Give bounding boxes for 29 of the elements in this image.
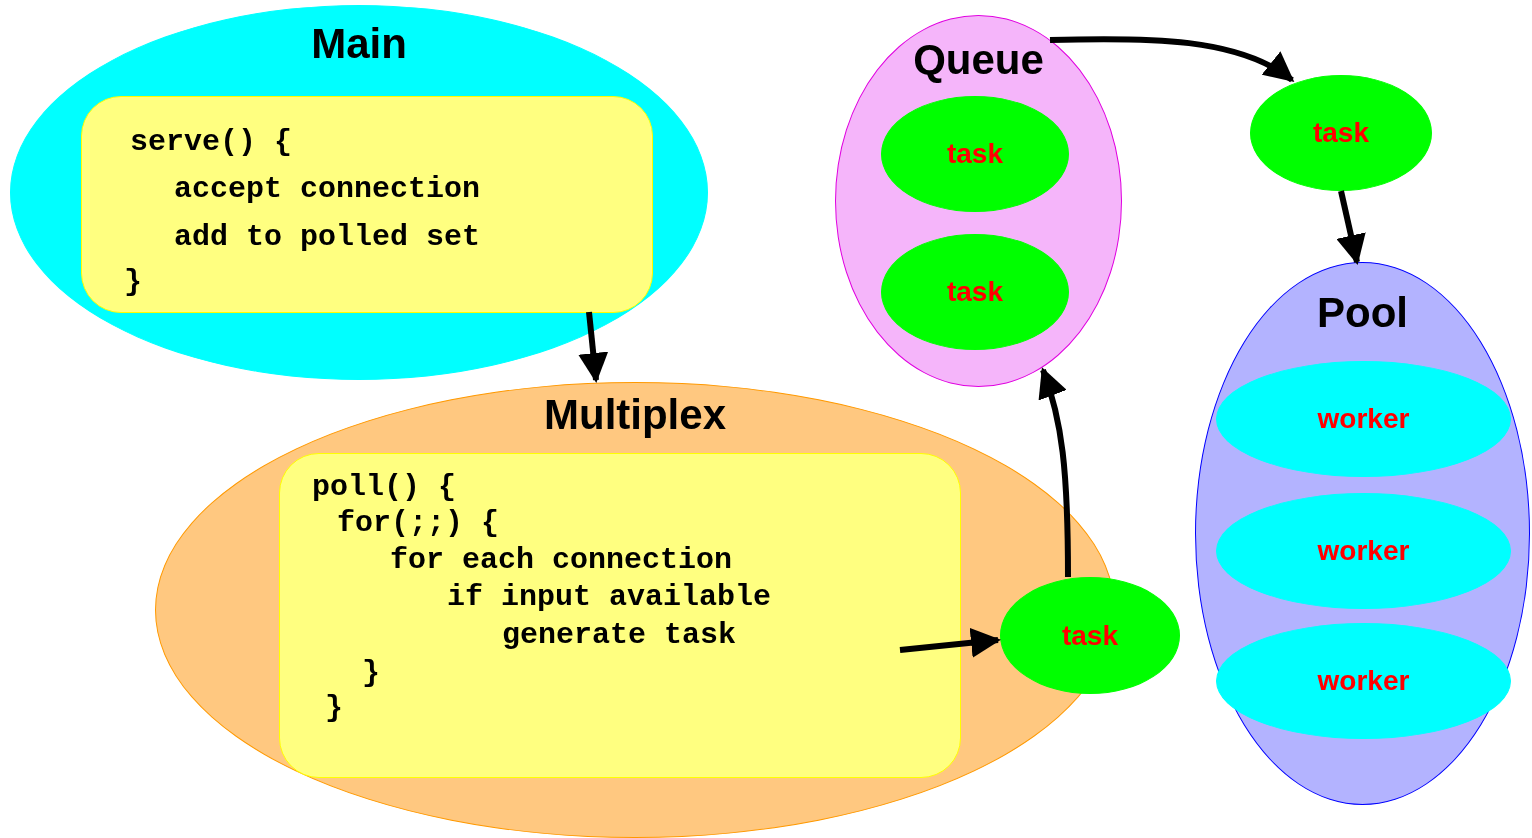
group-title: Queue: [913, 36, 1044, 84]
arrow: [1037, 367, 1071, 577]
code-line: add to polled set: [174, 222, 481, 252]
code-line: for(;;) {: [337, 508, 500, 538]
arrow: [578, 311, 609, 383]
code-line: }: [362, 658, 380, 688]
code-line: }: [325, 693, 343, 723]
arrow: [899, 627, 1001, 658]
code-box: [279, 453, 961, 778]
node-label: task: [1061, 619, 1118, 652]
arrow: [1049, 36, 1295, 83]
code-line: serve() {: [130, 127, 293, 157]
group-title: Pool: [1317, 289, 1408, 337]
code-box: [81, 96, 653, 313]
code-line: for each connection: [390, 545, 733, 575]
node-label: task: [1312, 117, 1369, 149]
node-label: worker: [1317, 403, 1410, 435]
node-label: task: [946, 138, 1003, 170]
code-line: }: [124, 267, 142, 297]
node-label: worker: [1317, 665, 1410, 697]
group-title: Main: [311, 20, 407, 68]
code-line: if input available: [447, 582, 772, 612]
arrow: [1336, 190, 1366, 265]
code-line: accept connection: [174, 174, 481, 204]
code-line: poll() {: [312, 472, 457, 502]
node-label: worker: [1317, 535, 1410, 567]
node-label: task: [946, 276, 1003, 308]
group-title: Multiplex: [544, 391, 726, 439]
code-line: generate task: [502, 620, 737, 650]
